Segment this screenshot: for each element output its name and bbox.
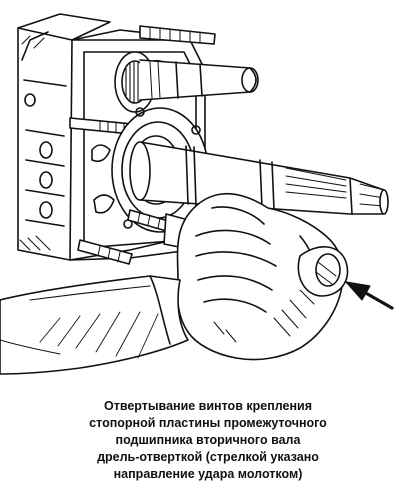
hammer-direction-arrow — [345, 281, 394, 310]
caption-line: подшипника вторичного вала — [115, 433, 301, 447]
technical-illustration — [0, 13, 394, 375]
figure-caption: Отвертывание винтов крепления стопорной … — [24, 398, 392, 483]
gearbox-drawing — [0, 13, 394, 375]
upper-studs — [69, 25, 216, 265]
caption-line: направление удара молотком) — [113, 467, 303, 481]
sleeve-drawing — [0, 275, 189, 375]
output-shaft — [129, 141, 389, 215]
caption-line: дрель-отверткой (стрелкой указано — [97, 450, 319, 464]
gearbox-housing — [17, 13, 206, 261]
hand-drawing — [176, 192, 349, 361]
upper-shaft — [114, 51, 259, 113]
caption-line: Отвертывание винтов крепления — [103, 399, 313, 413]
caption-line: стопорной пластины промежуточного — [89, 416, 327, 430]
